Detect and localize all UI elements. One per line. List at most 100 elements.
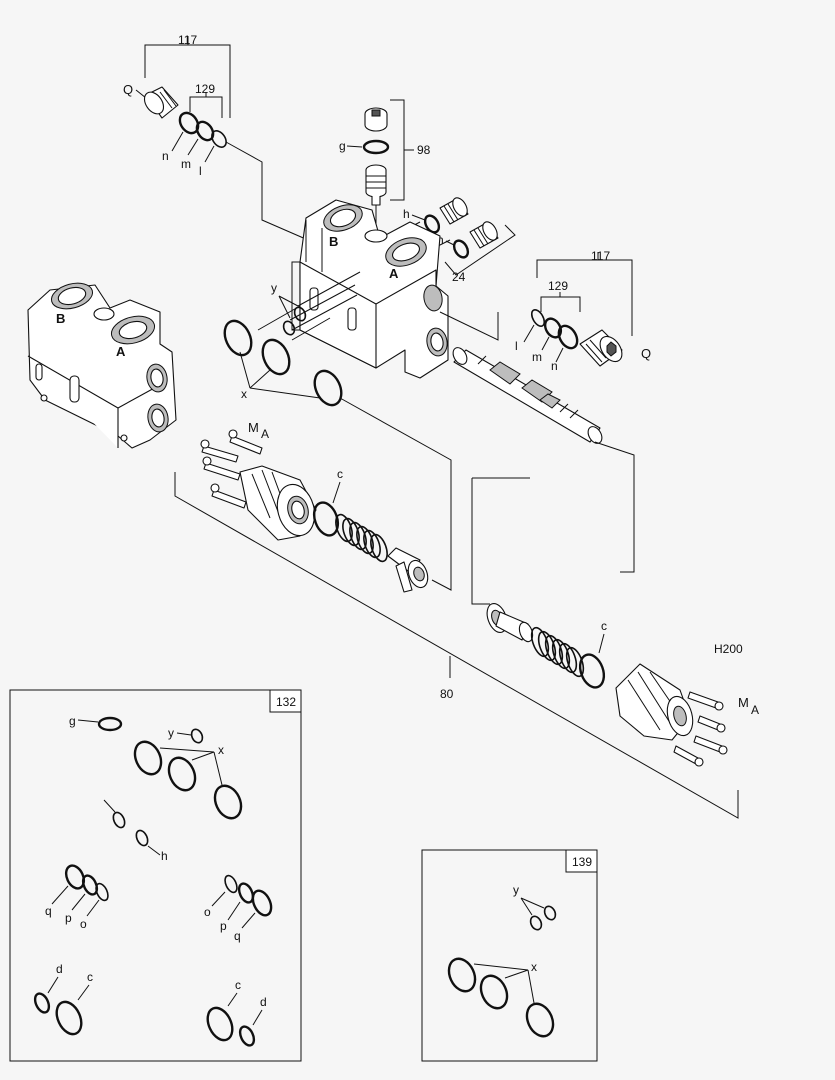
spring-seat-left: [387, 547, 429, 593]
kit132-o-ring-q-right: [251, 889, 273, 917]
callout-x-main: x: [241, 387, 247, 401]
kit132-callout-c-right: c: [235, 978, 241, 992]
kit132-o-ring-h-1: [112, 811, 126, 829]
kit139-o-ring-y-2: [543, 905, 557, 921]
port-label-b-main: B: [329, 234, 338, 249]
kit132-callout-d-left: d: [56, 962, 63, 976]
o-ring-n-right: [557, 324, 579, 350]
callout-h200: H200: [714, 642, 743, 656]
kit132-callout-o-left: o: [80, 917, 87, 931]
plug-h-lower: [469, 221, 499, 249]
o-ring-c-left: [312, 501, 340, 537]
o-ring-l-top: [211, 130, 227, 148]
kit132-callout-x: x: [218, 743, 224, 757]
kit132-o-ring-x-3: [213, 784, 243, 820]
callout-h-lower: h: [437, 233, 444, 247]
kit132-o-ring-d-right: [238, 1025, 256, 1047]
cap-plug-98: [364, 107, 388, 132]
cap-screws-left: [200, 429, 263, 509]
kit132-o-ring-q-left: [64, 864, 86, 890]
callout-h-upper: h: [403, 207, 410, 221]
seal-kit-139-frame: [421, 849, 598, 1062]
callout-98: 98: [417, 143, 431, 157]
spring-seat-right: [486, 603, 534, 643]
callout-n-top: n: [162, 149, 169, 163]
kit132-callout-g: g: [69, 714, 76, 728]
o-ring-x-2: [261, 338, 291, 376]
callout-m-top: m: [181, 157, 191, 171]
callout-117-right: 117: [591, 249, 610, 263]
seal-kit-132: 132 g y x h q p o o p q: [9, 689, 302, 1062]
plug-h-upper: [439, 197, 469, 225]
kit132-o-ring-c-left: [55, 1000, 83, 1036]
check-valve-insert: [365, 164, 387, 206]
kit132-o-ring-x-1: [133, 740, 163, 776]
callout-q-right: Q: [641, 346, 651, 361]
callout-n-right: n: [551, 359, 558, 373]
kit132-o-ring-p-right: [237, 882, 255, 904]
spring-left: [335, 513, 388, 563]
callout-80: 80: [440, 687, 454, 701]
callout-l-right: l: [515, 339, 518, 353]
main-spool: [452, 347, 635, 573]
kit132-o-ring-y: [190, 728, 204, 744]
o-ring-n-top: [178, 111, 200, 135]
callout-c-left: c: [337, 467, 343, 481]
seal-kit-139-tag: 139: [572, 855, 592, 869]
plug-group-98: 98 g: [339, 99, 431, 232]
callout-y-main: y: [271, 281, 277, 295]
callout-24: 24: [452, 270, 466, 284]
callout-m-right: m: [532, 350, 542, 364]
callout-c-right: c: [601, 619, 607, 633]
inlet-section-body: B A: [27, 282, 177, 449]
callout-129-top: 129: [195, 82, 215, 96]
kit132-o-ring-o-right: [224, 874, 238, 894]
plug-group-24: h h 24: [389, 197, 516, 284]
kit132-callout-c-left: c: [87, 970, 93, 984]
kit132-o-ring-o-left: [95, 882, 109, 902]
port-label-b-left: B: [56, 311, 65, 326]
kit132-callout-d-right: d: [260, 995, 267, 1009]
main-body-seals: y x: [223, 281, 343, 407]
cap-screws-right: [673, 691, 728, 767]
callout-m-right-cap: M: [738, 695, 749, 710]
kit132-callout-q-right: q: [234, 929, 241, 943]
kit132-o-ring-c-right: [206, 1006, 234, 1042]
kit132-callout-q-left: q: [45, 904, 52, 918]
kit139-o-ring-y-1: [529, 915, 543, 931]
spring-cap-right: c H200 M A: [471, 477, 759, 767]
o-ring-l-right: [530, 309, 546, 327]
o-ring-x-1: [223, 319, 253, 357]
o-ring-g-main: [362, 139, 390, 155]
seal-kit-132-frame: [9, 689, 302, 1062]
o-ring-h-lower: [452, 239, 470, 259]
kit139-o-ring-x-2: [479, 974, 509, 1010]
section-kit-bracket-80: 80: [174, 472, 739, 819]
kit132-o-ring-p-left: [81, 874, 99, 896]
kit132-callout-p-left: p: [65, 911, 72, 925]
kit132-o-ring-h-2: [135, 829, 149, 847]
o-ring-m-right: [543, 317, 563, 339]
kit139-o-ring-x-3: [525, 1002, 555, 1038]
callout-a-right-sub: A: [751, 703, 759, 717]
kit132-callout-y: y: [168, 726, 174, 740]
kit132-callout-o-right: o: [204, 905, 211, 919]
kit132-o-ring-x-2: [167, 756, 197, 792]
kit132-callout-p-right: p: [220, 919, 227, 933]
kit132-o-ring-g: [97, 716, 123, 732]
seal-kit-132-tag: 132: [276, 695, 296, 709]
callout-g-main: g: [339, 139, 346, 153]
plug-q-top: [143, 86, 179, 119]
callout-117-top: 117: [178, 33, 197, 47]
callout-l-top: l: [199, 164, 202, 178]
port-label-a-left: A: [116, 344, 126, 359]
kit132-o-ring-d-left: [33, 992, 51, 1014]
port-label-a-main: A: [389, 266, 399, 281]
callout-a-left-sub: A: [261, 427, 269, 441]
o-ring-y-1: [282, 320, 296, 336]
spring-cap-left: M A c: [200, 397, 452, 593]
callout-129-right: 129: [548, 279, 568, 293]
plug-group-top-left: 117 129 Q n m l: [123, 33, 309, 241]
main-valve-section-body: B A: [289, 199, 449, 379]
